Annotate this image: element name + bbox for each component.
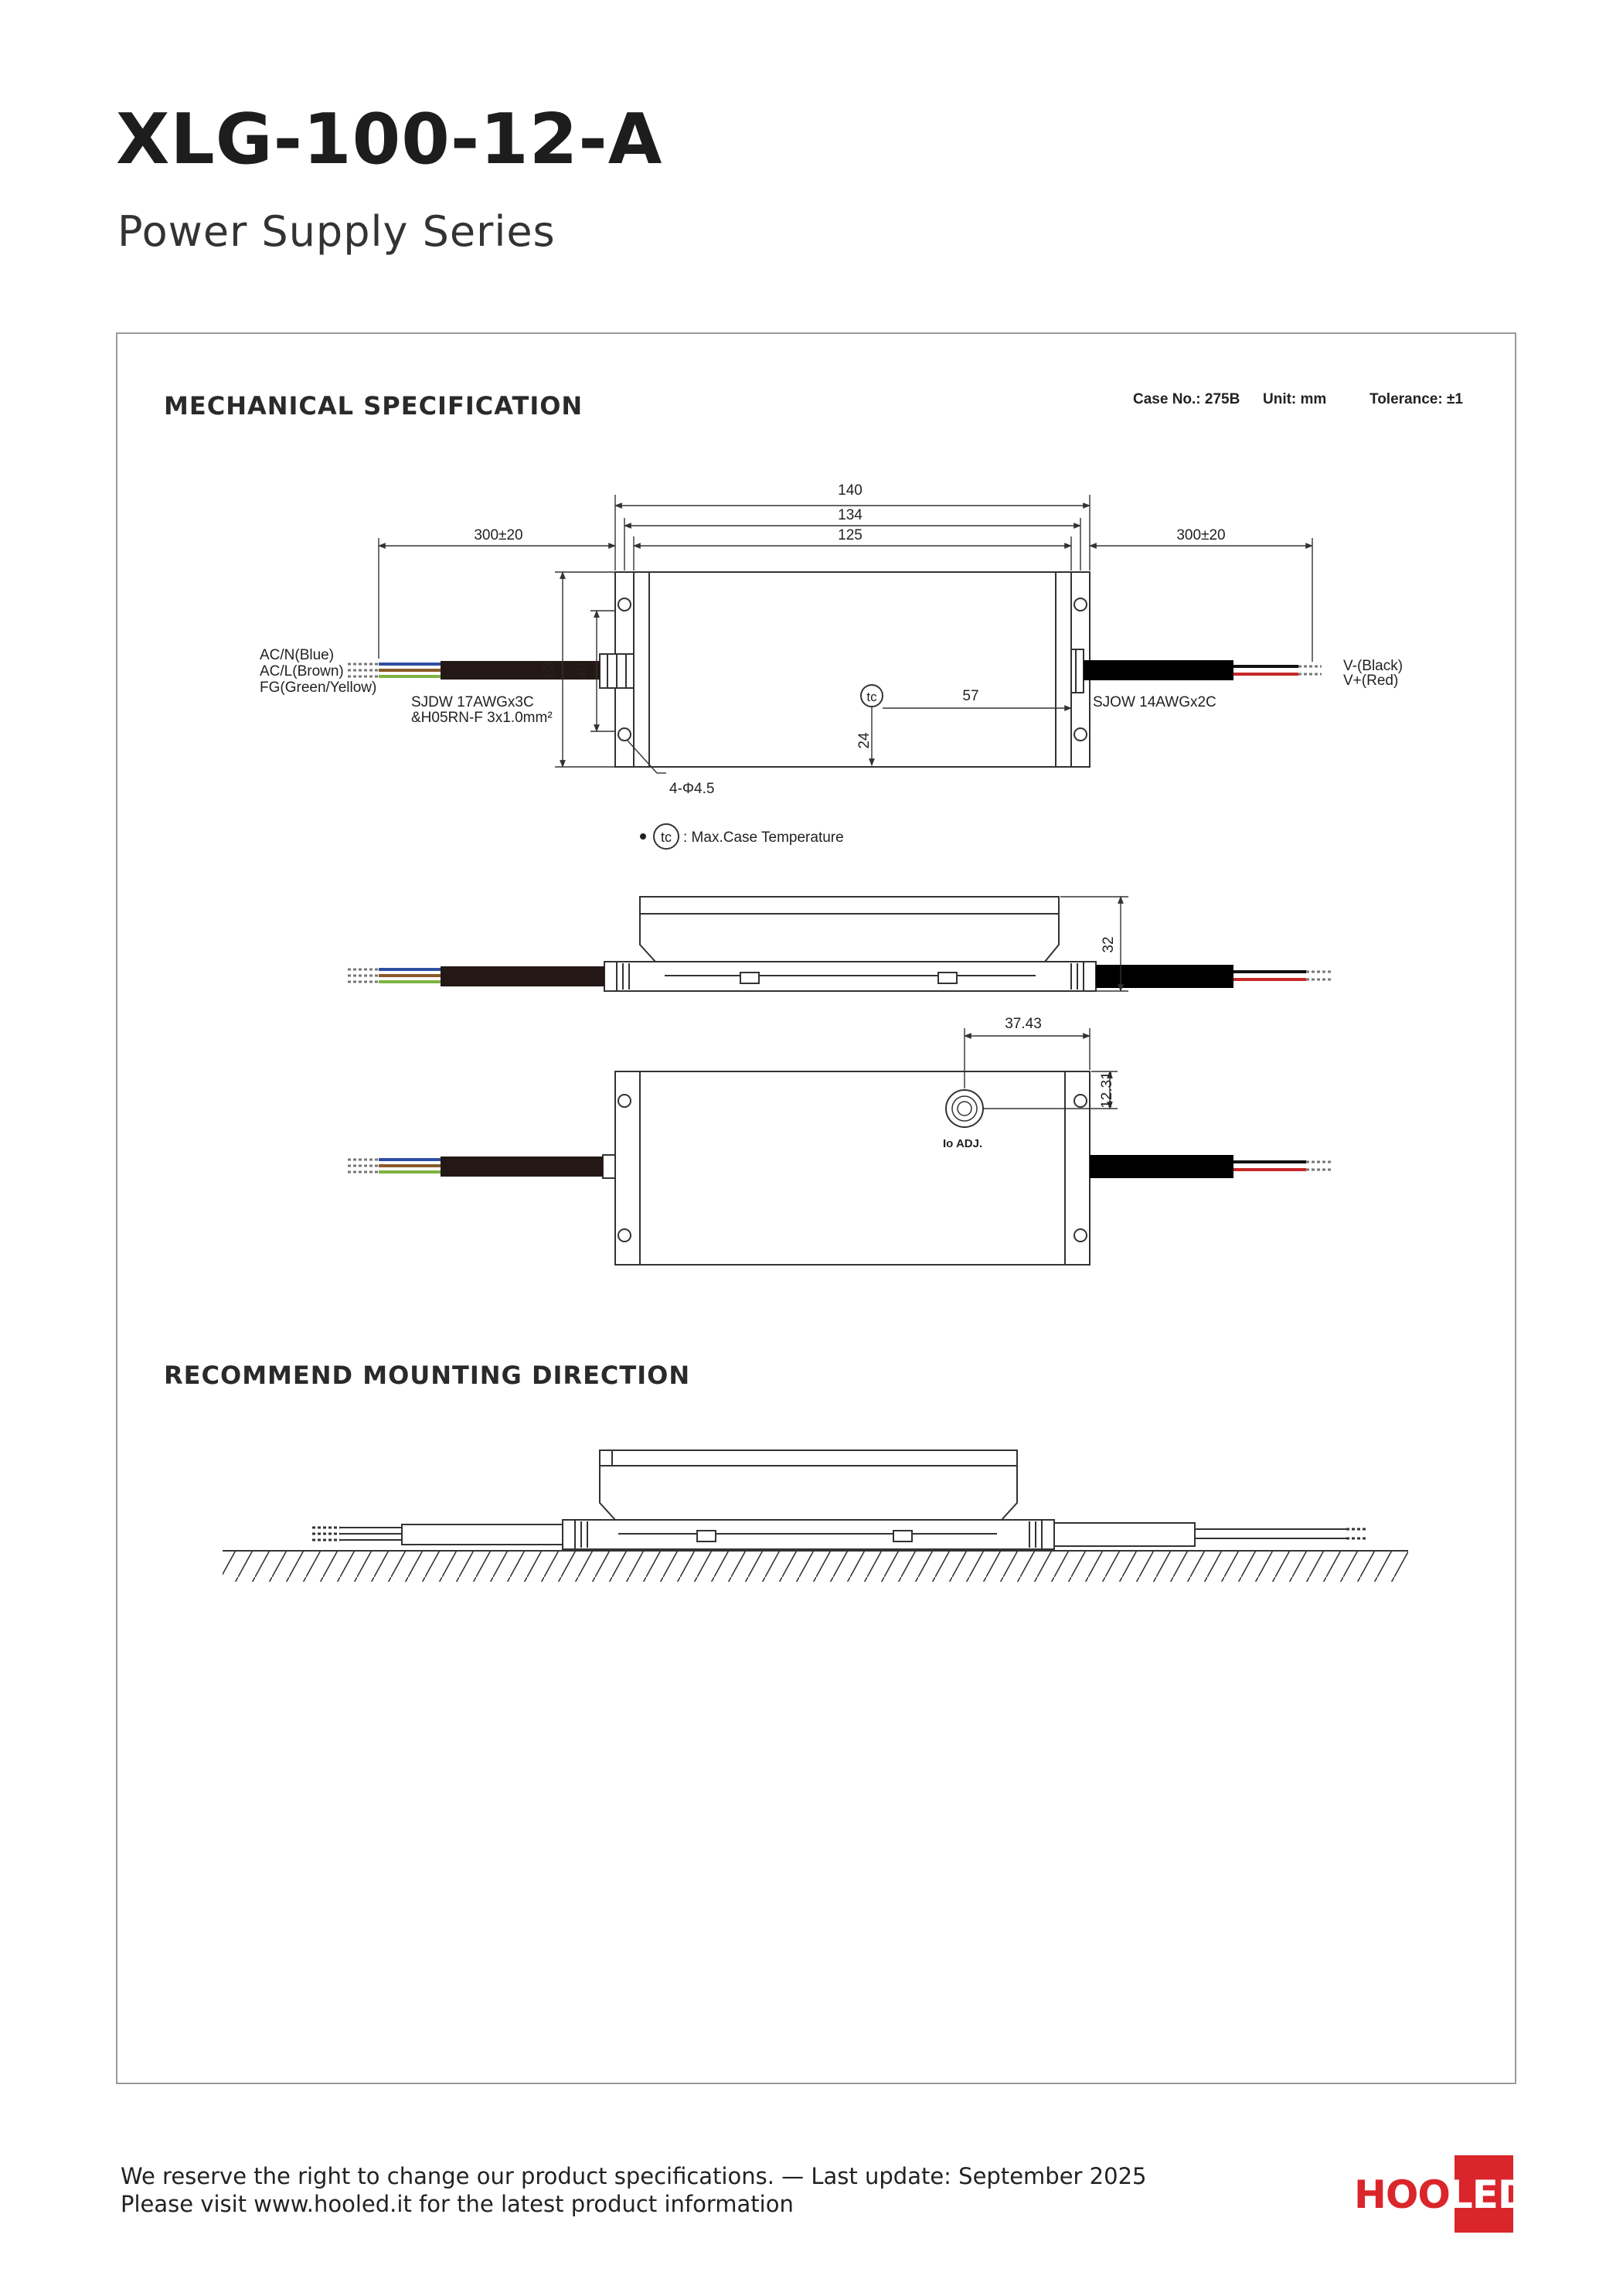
mounting-heading: RECOMMEND MOUNTING DIRECTION [164,1361,691,1390]
case-number: Case No.: 275B [1133,391,1240,407]
hooled-logo: HOOLED [1354,2155,1529,2233]
dim-lead-left: 300±20 [474,527,522,543]
tc-legend: tc : Max.Case Temperature [640,823,844,850]
dim-125: 125 [838,527,863,543]
cable-in-line2: &H05RN-F 3x1.0mm² [411,710,553,726]
tolerance-label: Tolerance: ±1 [1370,391,1463,407]
dim-adj-x: 37.43 [1005,1016,1042,1032]
tc-symbol: tc [866,690,877,704]
adj-label: Io ADJ. [943,1137,982,1150]
tc-legend-symbol: tc [661,829,672,845]
wire-brown-label: AC/L(Brown) [260,663,344,680]
side-view [348,896,1331,992]
dim-adj-y: 12.31 [1099,1071,1115,1109]
dim-height: 32 [1101,936,1117,952]
unit-label: Unit: mm [1263,391,1327,407]
top-view [348,571,1322,768]
dim-140: 140 [838,482,863,499]
mechanical-heading: MECHANICAL SPECIFICATION [164,391,584,421]
dim-holes: 4-Φ4.5 [669,781,714,797]
wire-red-label: V+(Red) [1343,673,1398,689]
wire-black-label: V-(Black) [1343,658,1403,674]
top-dimensions [378,495,1313,774]
footer-website: Please visit www.hooled.it for the lates… [121,2191,794,2217]
dim-tc-x: 57 [962,688,978,704]
spec-frame [116,332,1516,2084]
side-dimensions [1060,896,1128,992]
top-dim-labels: 140 134 125 300±20 300±20 63 40 57 24 4-… [260,482,1403,797]
dim-tc-y: 24 [856,732,873,749]
wire-ground-label: FG(Green/Yellow) [260,680,376,696]
dim-40: 40 [575,663,591,679]
mounting-surface [223,1550,1408,1582]
bottom-view [348,1071,1331,1266]
tc-legend-text: : Max.Case Temperature [683,829,844,846]
page-subtitle: Power Supply Series [117,207,556,256]
wire-blue-label: AC/N(Blue) [260,647,334,663]
page-title: XLG-100-12-A [116,99,663,180]
cable-in-line1: SJDW 17AWGx3C [411,694,534,710]
bottom-dimensions [964,1028,1118,1109]
dim-63: 63 [541,661,557,677]
dim-134: 134 [838,507,863,523]
mounting-view [312,1449,1368,1550]
dim-lead-right: 300±20 [1176,527,1225,543]
footer-notice: We reserve the right to change our produ… [121,2163,1147,2189]
cable-out-label: SJOW 14AWGx2C [1093,694,1216,710]
